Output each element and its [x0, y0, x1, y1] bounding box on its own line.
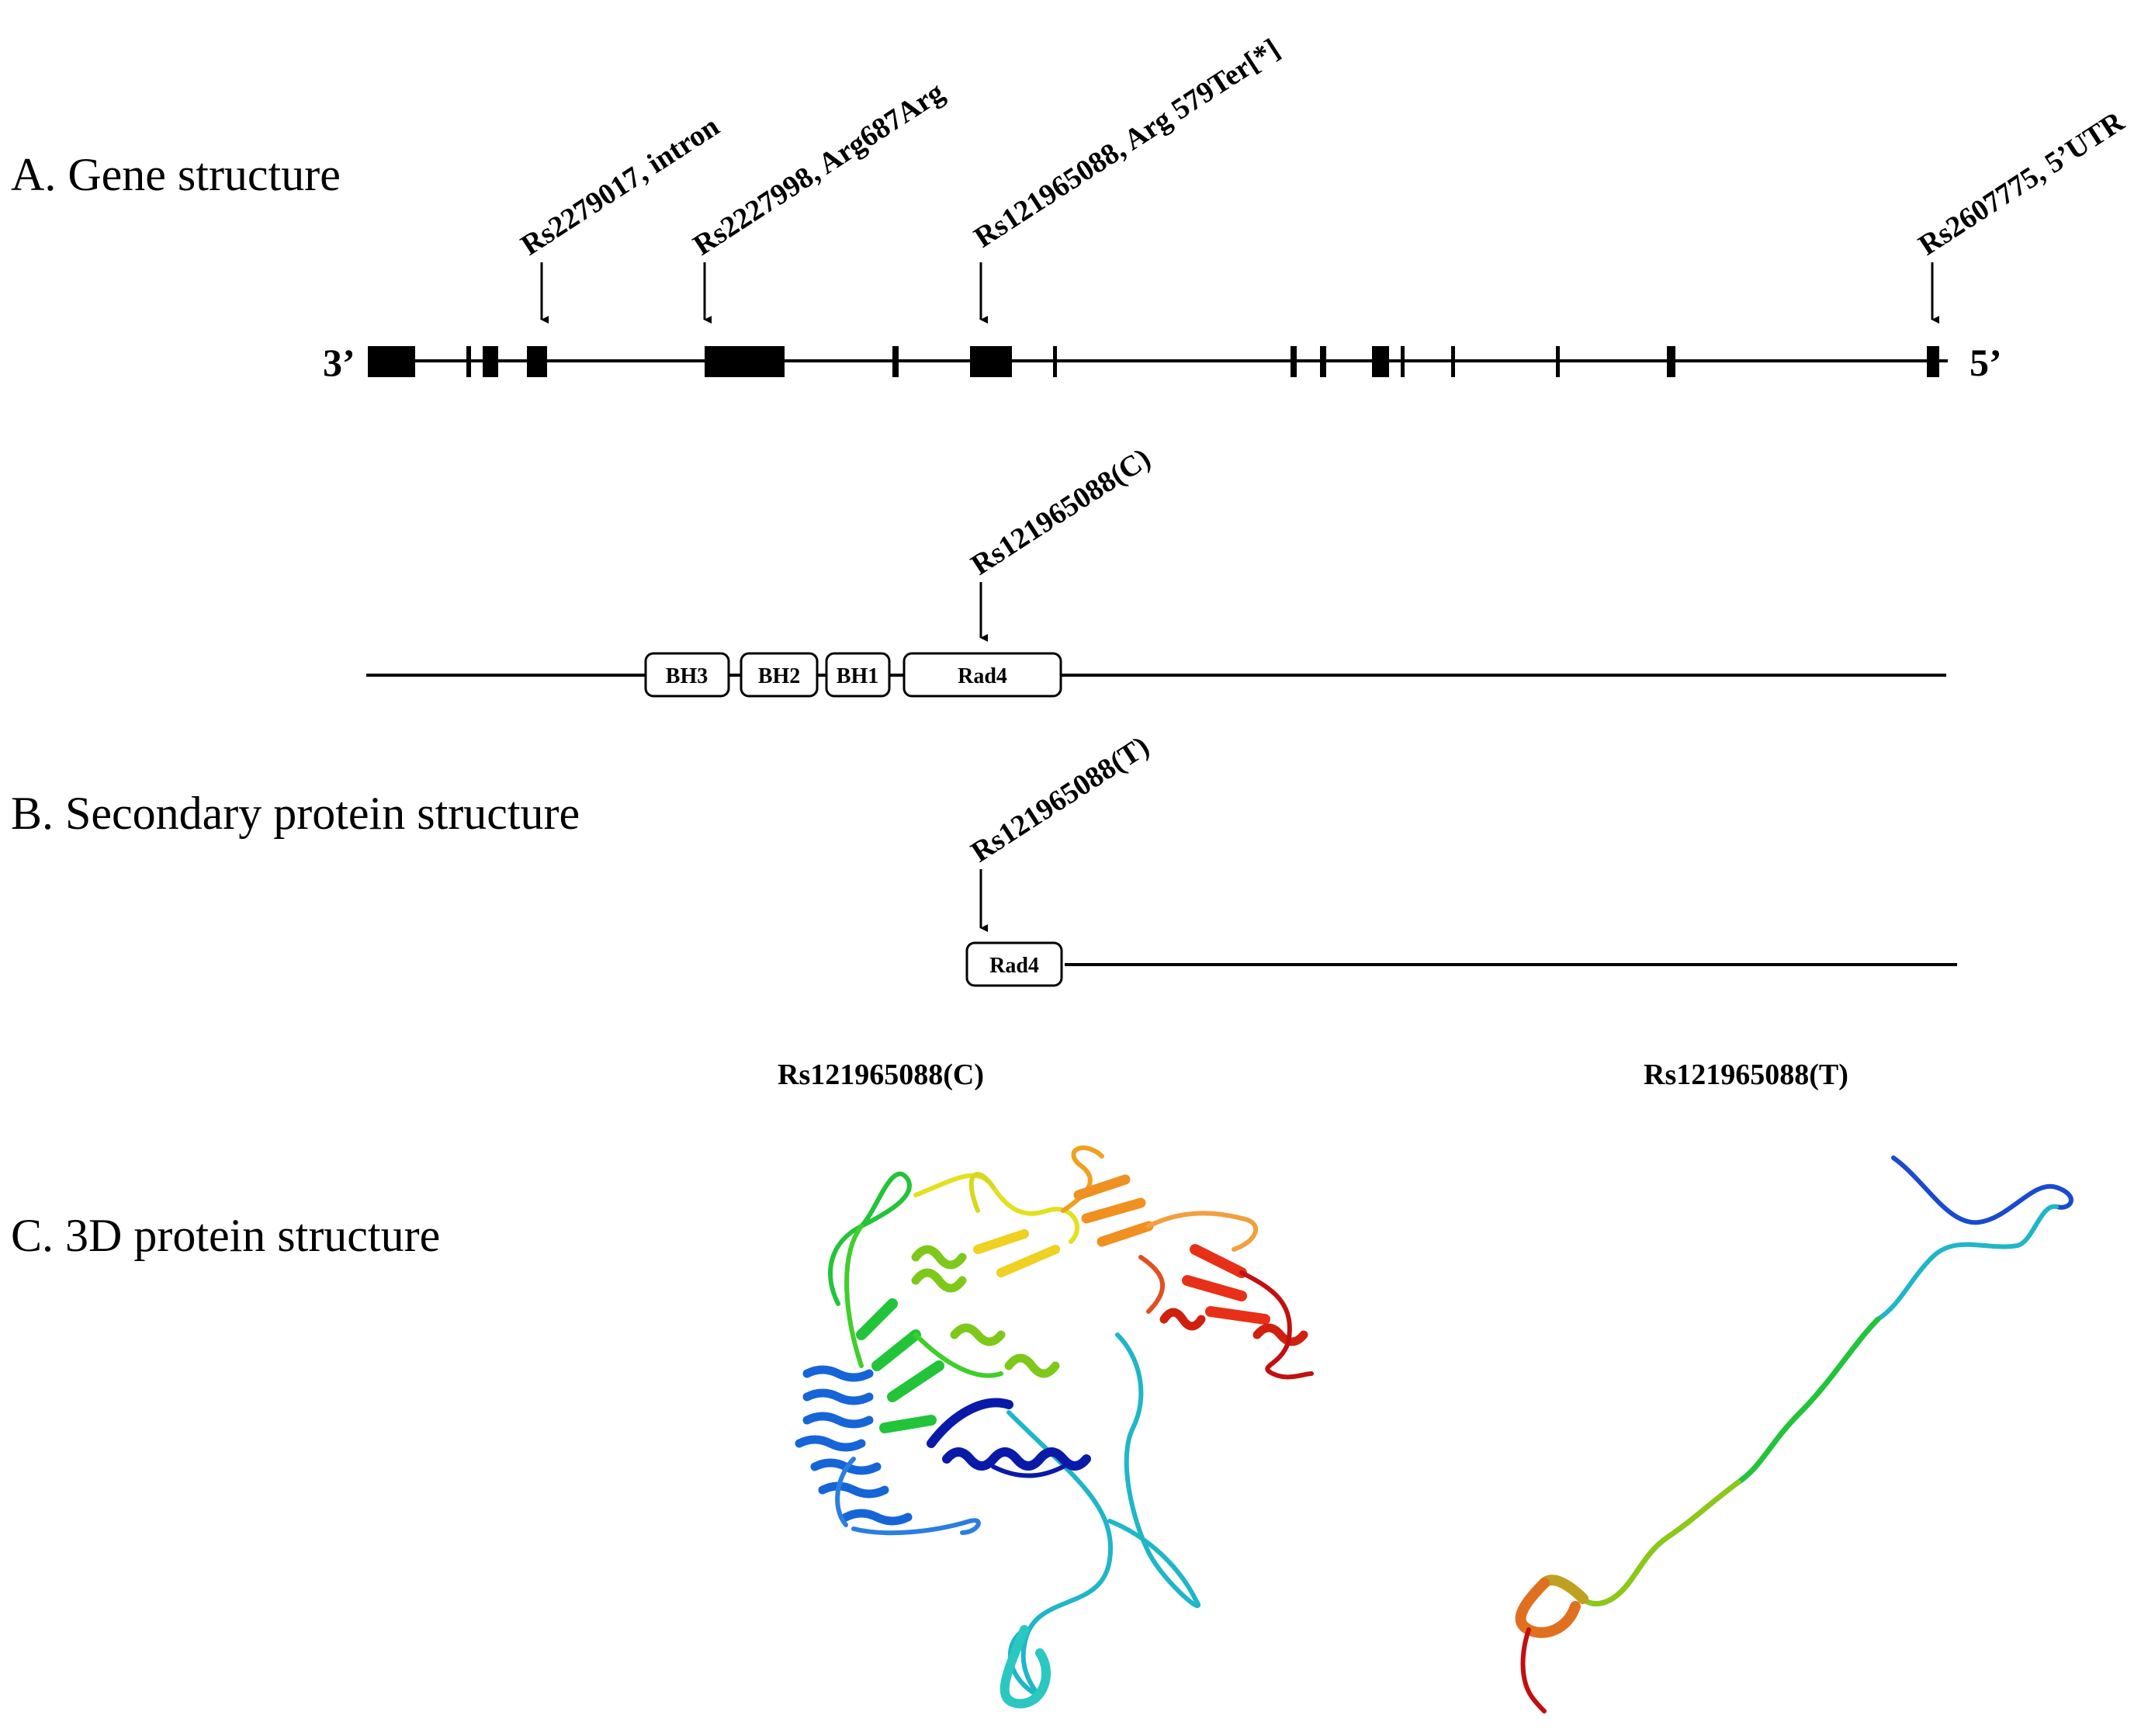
protein-mutant: Rad4 Rs121965088(T) [965, 730, 1957, 987]
exon [483, 346, 498, 377]
exon [1372, 346, 1389, 377]
exon [705, 346, 785, 377]
exon [527, 346, 547, 377]
structure-wild-title: Rs121965088(C) [778, 1059, 984, 1091]
exon [1927, 346, 1939, 377]
domain-rad4: Rad4 [903, 652, 1062, 698]
domain-bh3: BH3 [644, 652, 730, 698]
snp-label-5utr: Rs2607775, 5’UTR [1913, 105, 2130, 262]
protein-wildtype: BH3 BH2 BH1 Rad4 Rs121965088(C) [366, 442, 1946, 698]
exon [892, 346, 899, 377]
domain-bh1: BH1 [825, 652, 891, 698]
exon [970, 346, 1012, 377]
exon-blocks [368, 346, 1939, 377]
section-a-label: A. Gene structure [11, 149, 341, 200]
svg-text:BH2: BH2 [758, 664, 800, 688]
exon [1451, 346, 1455, 377]
protein-3d-wildtype [795, 1145, 1314, 1709]
section-c-label: C. 3D protein structure [11, 1210, 440, 1261]
exon [368, 346, 415, 377]
svg-text:Rad4: Rad4 [958, 664, 1007, 688]
exon [1401, 346, 1405, 377]
gene-5prime-label: 5’ [1970, 341, 2002, 384]
svg-text:BH1: BH1 [837, 664, 878, 688]
svg-text:Rad4: Rad4 [989, 954, 1039, 978]
gene-structure: 3’ 5’ Rs2279017, intron Rs22 [323, 33, 2130, 384]
snp-label-arg579ter: Rs121965088, Arg 579Ter[*] [968, 33, 1286, 255]
exon [1556, 346, 1560, 377]
exon [1320, 346, 1326, 377]
exon [1291, 346, 1297, 377]
svg-text:BH3: BH3 [666, 664, 708, 688]
exon [1667, 346, 1675, 377]
structure-mutant-title: Rs121965088(T) [1644, 1059, 1848, 1091]
protein-mutant-label: Rs121965088(T) [965, 730, 1155, 869]
protein-3d-mutant [1515, 1156, 2074, 1713]
domain-rad4-mutant: Rad4 [965, 941, 1063, 987]
domain-bh2: BH2 [740, 652, 819, 698]
gene-3prime-label: 3’ [323, 341, 355, 384]
snp-label-arg687arg: Rs2227998, Arg687Arg [688, 76, 950, 262]
protein-wild-label: Rs121965088(C) [965, 442, 1156, 581]
section-b-label: B. Secondary protein structure [11, 788, 580, 839]
exon [1053, 346, 1057, 377]
exon [466, 346, 471, 377]
